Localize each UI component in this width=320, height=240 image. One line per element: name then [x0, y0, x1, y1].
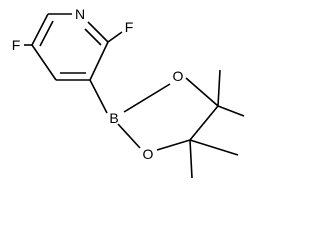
chemical-structure-diagram: N F F B O O: [12, 6, 245, 179]
methyl-bond-3: [189, 139, 239, 156]
bond-c5-c4: [31, 44, 57, 81]
bond-o-bottom-c: [156, 139, 191, 151]
methyl-bond-1: [217, 69, 221, 107]
atom-b: B: [109, 110, 118, 126]
atom-o-bottom: O: [143, 146, 154, 162]
methyl-groups: [189, 69, 245, 179]
bond-o-top-c: [185, 77, 219, 107]
bond-c3-c2: [89, 41, 109, 81]
dioxaborolane-ring: [117, 77, 219, 151]
atom-o-top: O: [173, 68, 184, 84]
bond-c3-b: [89, 79, 108, 114]
bond-b-o-bottom: [117, 123, 141, 149]
methyl-bond-4: [189, 139, 193, 179]
atom-n1: N: [75, 6, 85, 22]
bond-c-c: [189, 105, 219, 141]
bond-c2-n1: [87, 21, 109, 43]
bond-c2-f: [107, 31, 123, 43]
bond-c6-c5-double: [39, 20, 54, 47]
atom-f-ring-top: F: [125, 19, 134, 35]
bond-c6-c5: [31, 13, 49, 46]
methyl-bond-2: [217, 105, 245, 117]
atom-f-ring-left: F: [12, 37, 21, 53]
bond-c2-n1-double: [84, 28, 102, 46]
pyridine-ring: [31, 13, 109, 81]
bond-b-o-top: [123, 83, 171, 113]
